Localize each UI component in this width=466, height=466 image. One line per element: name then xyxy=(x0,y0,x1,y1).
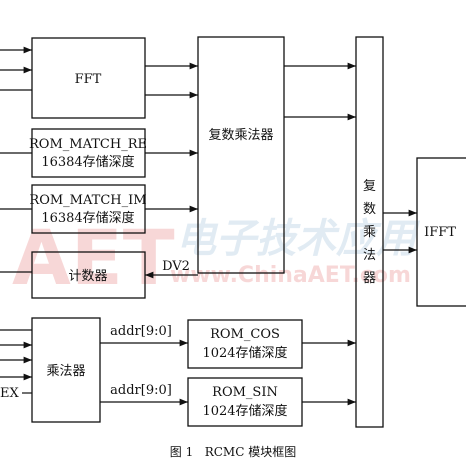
complex-multiplier-2-label: 复 数 乘 法 器 xyxy=(363,179,376,286)
rom-sin-size: 1024存储深度 xyxy=(202,403,287,419)
counter-label: 计数器 xyxy=(68,269,107,284)
rom-match-re-name: ROM_MATCH_RE xyxy=(29,137,147,152)
left-partial-label: EX xyxy=(0,386,19,401)
figure-caption: 图 1 RCMC 模块框图 xyxy=(170,445,296,459)
fft-label: FFT xyxy=(75,72,102,87)
watermark: AET 电子技术应用 www.ChinaAET.com xyxy=(12,213,420,302)
watermark-site: www.ChinaAET.com xyxy=(170,263,411,288)
addr-cos-label: addr[9:0] xyxy=(110,324,172,339)
cm2-char-4: 法 xyxy=(363,248,376,263)
rom-sin-name: ROM_SIN xyxy=(212,385,278,400)
cm2-char-5: 器 xyxy=(363,271,376,286)
watermark-brand: 电子技术应用 xyxy=(176,216,420,262)
rom-match-im-size: 16384存储深度 xyxy=(41,210,134,226)
watermark-logo: AET xyxy=(12,213,175,302)
fft-block xyxy=(31,37,146,119)
cm2-char-1: 复 xyxy=(363,179,376,194)
complex-multiplier-1-label: 复数乘法器 xyxy=(208,128,273,143)
rom-match-im-name: ROM_MATCH_IM xyxy=(29,193,146,208)
complex-multiplier-2-block xyxy=(355,36,384,428)
dv2-label: DV2 xyxy=(162,259,190,274)
rom-cos-name: ROM_COS xyxy=(210,327,280,342)
complex-multiplier-1-block xyxy=(197,36,285,274)
multiplier-block xyxy=(31,317,101,423)
ifft-label: IFFT xyxy=(424,225,456,240)
cm2-char-3: 乘 xyxy=(363,225,376,240)
multiplier-label: 乘法器 xyxy=(46,364,85,379)
rom-match-re-size: 16384存储深度 xyxy=(41,154,134,170)
cm2-char-2: 数 xyxy=(363,202,376,217)
rom-cos-block xyxy=(187,319,303,369)
ifft-block xyxy=(416,157,466,307)
rom-cos-size: 1024存储深度 xyxy=(202,345,287,361)
addr-sin-label: addr[9:0] xyxy=(110,383,172,398)
